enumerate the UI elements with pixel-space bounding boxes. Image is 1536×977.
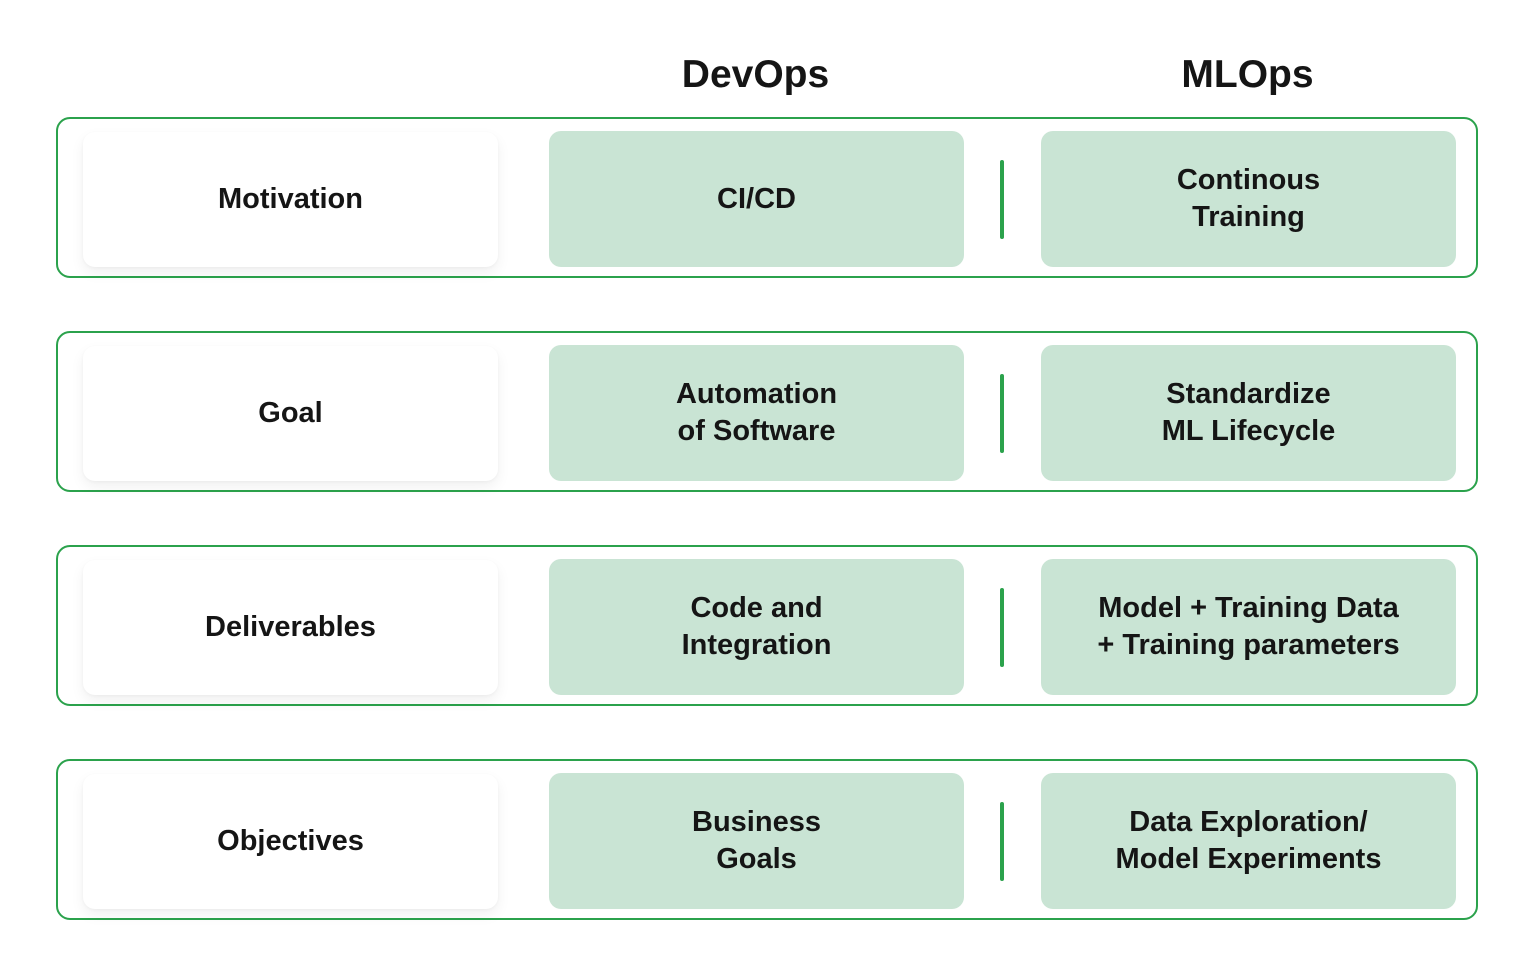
mlops-cell: Continous Training <box>1041 131 1456 267</box>
mlops-column-header: MLOps <box>1181 53 1314 96</box>
column-divider <box>1000 802 1004 881</box>
comparison-row-objectives: Objectives Business Goals Data Explorati… <box>56 759 1478 920</box>
row-label: Objectives <box>83 774 498 909</box>
column-divider <box>1000 374 1004 453</box>
column-divider <box>1000 588 1004 667</box>
comparison-row-deliverables: Deliverables Code and Integration Model … <box>56 545 1478 706</box>
mlops-cell: Model + Training Data + Training paramet… <box>1041 559 1456 695</box>
devops-cell: Code and Integration <box>549 559 964 695</box>
row-label: Goal <box>83 346 498 481</box>
comparison-row-goal: Goal Automation of Software Standardize … <box>56 331 1478 492</box>
mlops-cell: Standardize ML Lifecycle <box>1041 345 1456 481</box>
devops-cell: CI/CD <box>549 131 964 267</box>
row-label: Deliverables <box>83 560 498 695</box>
devops-column-header: DevOps <box>681 53 830 96</box>
row-label: Motivation <box>83 132 498 267</box>
column-divider <box>1000 160 1004 239</box>
devops-cell: Automation of Software <box>549 345 964 481</box>
mlops-cell: Data Exploration/ Model Experiments <box>1041 773 1456 909</box>
comparison-row-motivation: Motivation CI/CD Continous Training <box>56 117 1478 278</box>
devops-cell: Business Goals <box>549 773 964 909</box>
